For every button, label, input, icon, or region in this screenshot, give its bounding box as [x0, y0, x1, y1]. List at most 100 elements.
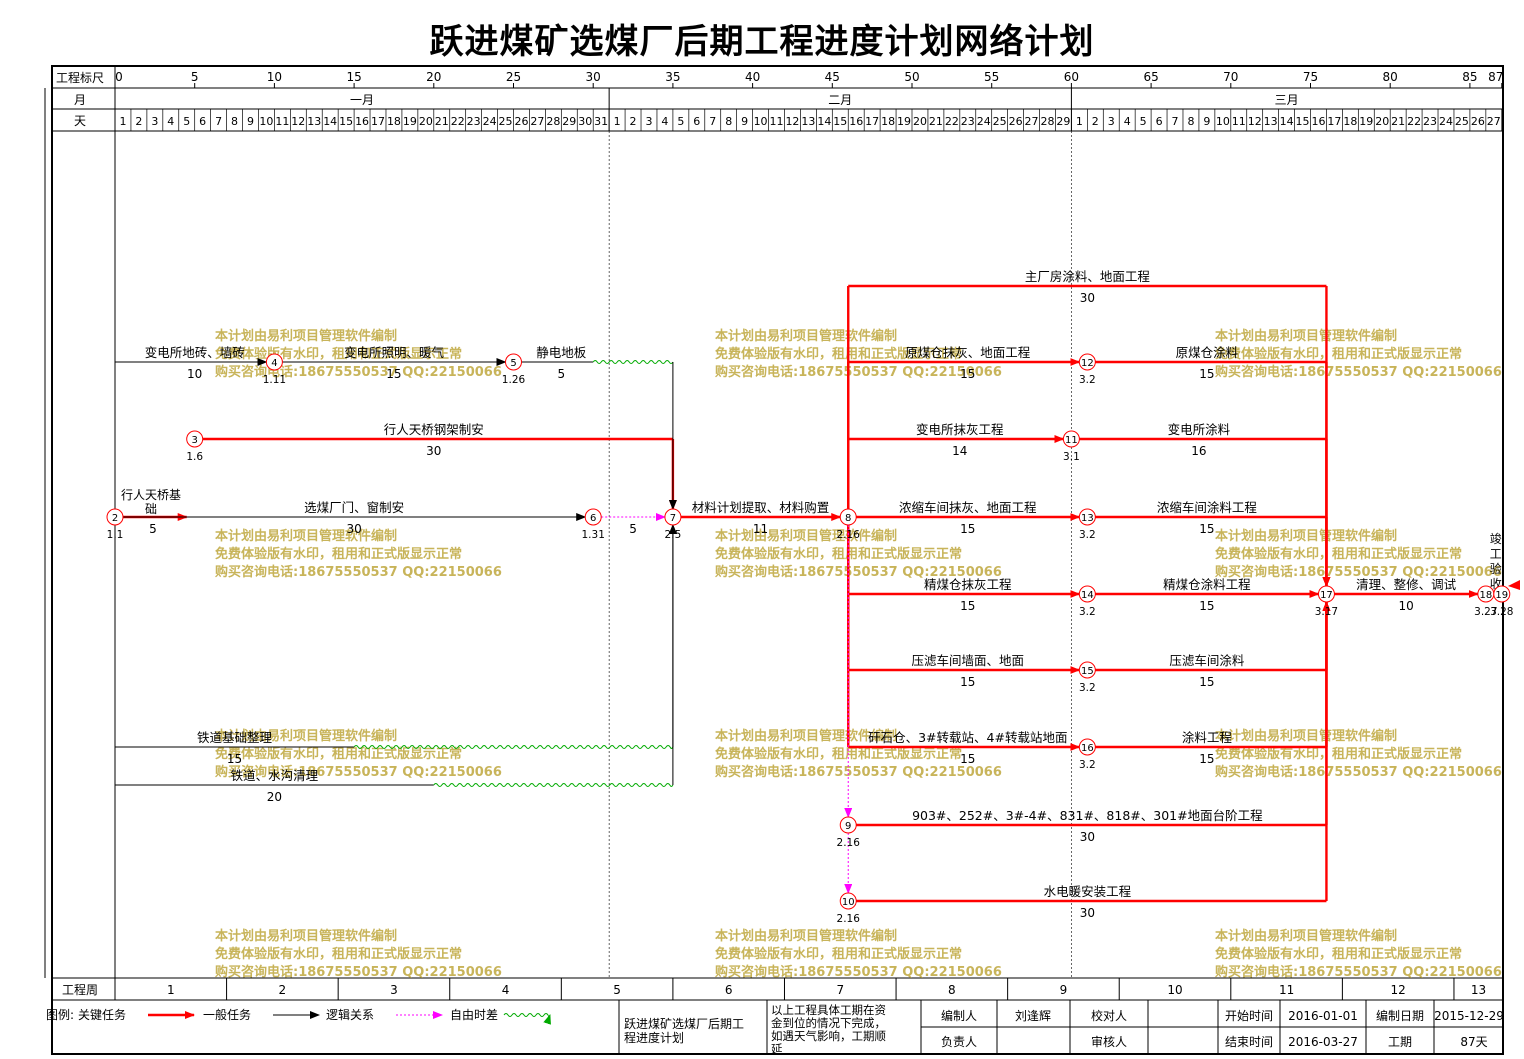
- activity-duration: 30: [1080, 830, 1095, 844]
- activity-duration: 15: [1199, 675, 1214, 689]
- day-label: 14: [1280, 115, 1294, 128]
- day-label: 1: [1076, 115, 1083, 128]
- watermark-text: 购买咨询电话:18675550537 QQ:22150066: [715, 764, 1002, 780]
- node-number: 18: [1479, 590, 1492, 601]
- day-label: 26: [514, 115, 528, 128]
- node-date: 1.11: [263, 374, 286, 386]
- month-label: 三月: [1275, 93, 1299, 107]
- activity-name: 903#、252#、3#-4#、831#、818#、301#地面台阶工程: [912, 808, 1263, 823]
- activity-duration: 15: [1199, 522, 1214, 536]
- node-number: 2: [112, 513, 118, 524]
- start-label: 开始时间: [1225, 1009, 1273, 1023]
- activity-name: 铁道基础整理: [197, 730, 273, 745]
- ruler-tick-label: 15: [346, 70, 361, 84]
- ruler-tick-label: 60: [1064, 70, 1079, 84]
- node-circle: [664, 508, 682, 526]
- day-label: 3: [645, 115, 652, 128]
- day-label: 19: [403, 115, 417, 128]
- watermark-text: 免费体验版有水印，租用和正式版显示正常: [1215, 346, 1462, 362]
- node-circle: [1062, 430, 1080, 448]
- month-row-label: 月: [74, 93, 86, 107]
- legend-label: 图例:: [46, 1008, 74, 1022]
- week-label: 6: [725, 983, 733, 997]
- activity-name: 础: [145, 502, 157, 516]
- node-circle: [505, 353, 522, 371]
- node-date: 2.16: [837, 529, 861, 541]
- week-label: 9: [1060, 983, 1068, 997]
- node-circle: [1078, 585, 1096, 603]
- activity-duration: 30: [346, 522, 361, 536]
- footer-note: 以上工程具体工期在资: [771, 1003, 886, 1017]
- watermark-text: 本计划由易利项目管理软件编制: [1215, 728, 1397, 744]
- day-row-label: 天: [74, 114, 86, 128]
- watermark-text: 购买咨询电话:18675550537 QQ:22150066: [215, 764, 502, 780]
- footer-note: 金到位的情况下完成，: [771, 1016, 886, 1030]
- activity-duration: 14: [952, 444, 967, 458]
- node-circle: [1078, 738, 1096, 756]
- activity-duration: 15: [1199, 367, 1214, 381]
- node-circle: [106, 508, 124, 526]
- day-label: 27: [530, 115, 544, 128]
- watermark-text: 免费体验版有水印，租用和正式版显示正常: [215, 946, 462, 962]
- ruler-tick-label: 40: [745, 70, 760, 84]
- watermark-text: 购买咨询电话:18675550537 QQ:22150066: [715, 564, 1002, 580]
- day-label: 8: [1187, 115, 1194, 128]
- day-label: 16: [1311, 115, 1325, 128]
- activity-name: 行人天桥基: [121, 488, 181, 502]
- end-value: 2016-03-27: [1288, 1035, 1358, 1049]
- day-label: 27: [1487, 115, 1501, 128]
- day-label: 24: [1439, 115, 1453, 128]
- activity-name: 清理、整修、调试: [1356, 577, 1457, 592]
- node-date: 2.16: [837, 913, 861, 925]
- activity-duration: 15: [960, 599, 975, 613]
- node-number: 17: [1320, 590, 1333, 601]
- day-label: 16: [355, 115, 369, 128]
- month-label: 一月: [350, 93, 374, 107]
- node-date: 3.17: [1315, 606, 1338, 618]
- day-label: 13: [307, 115, 321, 128]
- ruler-tick-label: 10: [267, 70, 282, 84]
- node-date: 1.6: [186, 451, 203, 463]
- week-label: 12: [1391, 983, 1406, 997]
- activity-name: 行人天桥钢架制安: [384, 422, 484, 437]
- activity-name: 浓缩车间涂料工程: [1157, 500, 1258, 515]
- legend-float-sample: [503, 1013, 551, 1025]
- watermark-text: 购买咨询电话:18675550537 QQ:22150066: [1215, 764, 1502, 780]
- activity-name: 精煤仓抹灰工程: [924, 577, 1012, 592]
- node-date: 3.1: [1063, 451, 1080, 463]
- week-label: 7: [836, 983, 844, 997]
- day-label: 22: [1407, 115, 1421, 128]
- footer-note: 如遇天气影响，工期顺: [771, 1029, 886, 1043]
- day-label: 7: [709, 115, 716, 128]
- watermark-text: 购买咨询电话:18675550537 QQ:22150066: [215, 364, 502, 380]
- node-date: 1.31: [582, 529, 605, 541]
- day-label: 4: [661, 115, 668, 128]
- day-label: 11: [770, 115, 784, 128]
- finish-flag-icon: [1508, 580, 1520, 590]
- node-circle: [1078, 508, 1096, 526]
- day-label: 24: [977, 115, 991, 128]
- day-label: 5: [677, 115, 684, 128]
- day-label: 28: [1040, 115, 1054, 128]
- legend-item-label: 逻辑关系: [326, 1008, 374, 1022]
- week-label: 4: [502, 983, 510, 997]
- day-label: 7: [1172, 115, 1179, 128]
- watermark-text: 本计划由易利项目管理软件编制: [215, 528, 397, 544]
- node-circle: [839, 508, 857, 526]
- node-circle: [839, 892, 857, 910]
- day-label: 15: [833, 115, 847, 128]
- watermark-text: 购买咨询电话:18675550537 QQ:22150066: [215, 564, 502, 580]
- day-label: 18: [387, 115, 401, 128]
- activity-name: 压滤车间墙面、地面: [912, 653, 1025, 668]
- day-label: 12: [1248, 115, 1262, 128]
- watermark-text: 购买咨询电话:18675550537 QQ:22150066: [1215, 564, 1502, 580]
- watermark-text: 免费体验版有水印，租用和正式版显示正常: [715, 946, 962, 962]
- activity-duration: 15: [960, 367, 975, 381]
- week-label: 5: [613, 983, 621, 997]
- watermark-text: 购买咨询电话:18675550537 QQ:22150066: [715, 964, 1002, 980]
- activity-duration: 11: [753, 522, 768, 536]
- activity-duration: 15: [1199, 752, 1214, 766]
- day-label: 1: [614, 115, 621, 128]
- activity-name: 铁道、水沟清理: [231, 768, 319, 783]
